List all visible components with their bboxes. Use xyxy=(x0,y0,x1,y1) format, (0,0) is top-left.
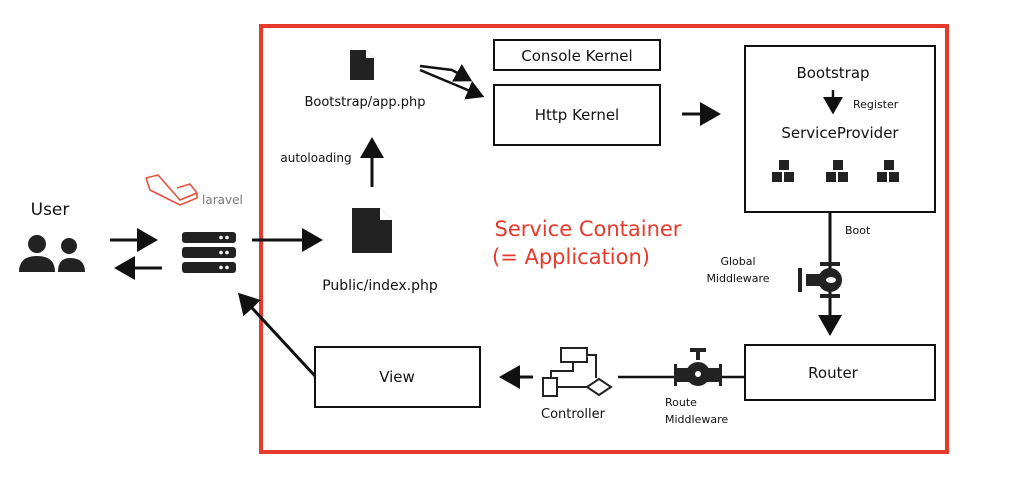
router-box xyxy=(744,344,936,401)
service-container-subtitle: (= Application) xyxy=(492,245,650,269)
public-index-label: Public/index.php xyxy=(322,278,438,294)
file-icon xyxy=(352,208,392,253)
global-middleware-label-1: Global xyxy=(720,255,755,268)
global-middleware-label-2: Middleware xyxy=(706,272,769,285)
controller-flowchart-icon xyxy=(542,347,613,397)
route-middleware-label-2: Middleware xyxy=(665,413,728,426)
boxes-icon xyxy=(877,160,899,182)
bootstrap-app-label: Bootstrap/app.php xyxy=(304,95,425,110)
laravel-logo xyxy=(145,174,199,206)
user-label: User xyxy=(31,200,70,220)
file-icon xyxy=(350,50,374,80)
http-kernel-label: Http Kernel xyxy=(535,106,619,124)
console-kernel-box xyxy=(493,39,661,71)
laravel-logo-text: laravel xyxy=(202,193,243,207)
service-container-title: Service Container xyxy=(495,217,682,241)
global-middleware-valve-icon xyxy=(798,262,842,298)
console-kernel-label: Console Kernel xyxy=(521,47,632,65)
route-middleware-label-1: Route xyxy=(665,396,697,409)
view-to-server-arrow xyxy=(237,292,317,378)
bootstrap-title: Bootstrap xyxy=(796,64,869,82)
controller-label: Controller xyxy=(541,407,606,422)
router-label: Router xyxy=(808,364,859,382)
to-console-kernel-arrow xyxy=(419,63,473,82)
to-http-kernel-arrow xyxy=(419,68,485,100)
server-icon xyxy=(182,232,236,273)
view-box xyxy=(314,346,481,408)
service-provider-label: ServiceProvider xyxy=(781,124,899,142)
autoloading-label: autoloading xyxy=(280,151,351,165)
boot-label: Boot xyxy=(845,224,871,237)
bootstrap-box xyxy=(744,45,936,213)
register-label: Register xyxy=(853,98,899,111)
view-label: View xyxy=(379,368,415,386)
users-icon xyxy=(19,235,85,272)
boxes-icon xyxy=(826,160,848,182)
http-kernel-box xyxy=(493,84,661,146)
route-middleware-valve-icon xyxy=(674,348,722,386)
boxes-icon xyxy=(772,160,794,182)
